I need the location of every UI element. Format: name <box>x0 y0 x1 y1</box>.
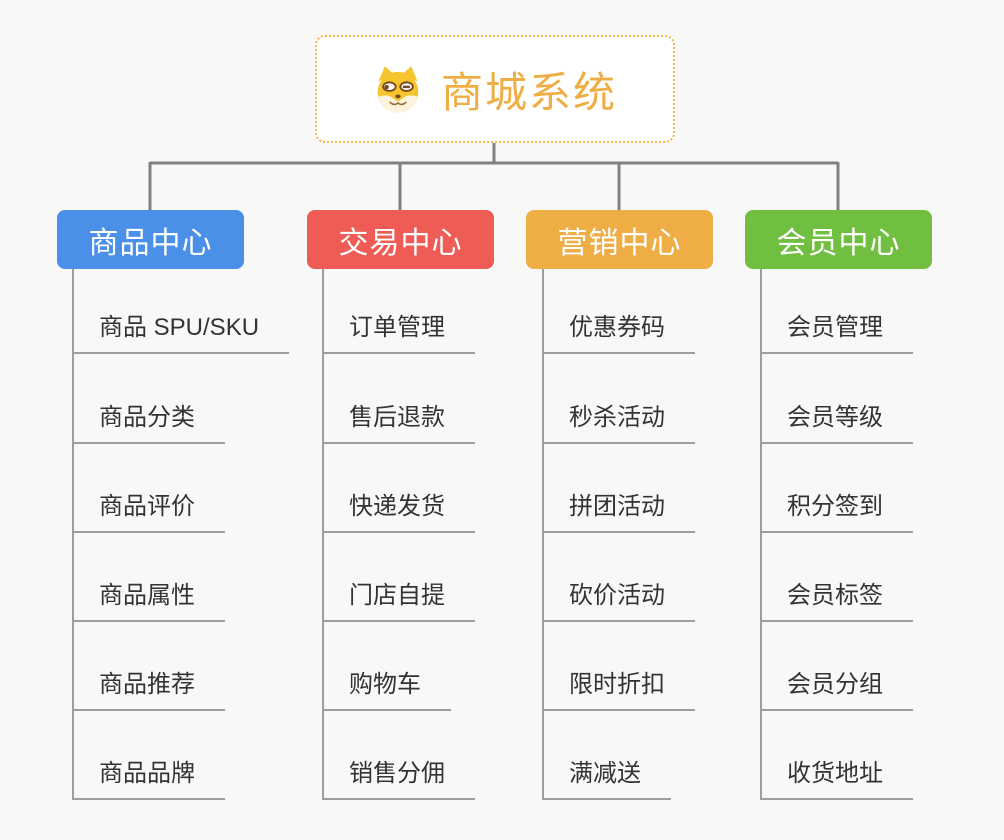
leaf-item[interactable]: 秒杀活动 <box>543 403 695 444</box>
leaf-item[interactable]: 积分签到 <box>761 492 913 533</box>
branch-header-product[interactable]: 商品中心 <box>57 210 244 269</box>
branch-header-marketing[interactable]: 营销中心 <box>526 210 713 269</box>
leaf-item[interactable]: 销售分佣 <box>323 759 475 800</box>
leaf-item[interactable]: 商品属性 <box>73 581 225 622</box>
leaf-item[interactable]: 收货地址 <box>761 759 913 800</box>
leaf-item[interactable]: 商品评价 <box>73 492 225 533</box>
leaf-item[interactable]: 满减送 <box>543 759 671 800</box>
leaf-item[interactable]: 商品品牌 <box>73 759 225 800</box>
root-node[interactable]: 商城系统 <box>315 35 675 143</box>
root-title: 商城系统 <box>440 68 617 116</box>
leaf-item[interactable]: 限时折扣 <box>543 670 695 711</box>
leaf-item[interactable]: 会员标签 <box>761 581 913 622</box>
leaf-item[interactable]: 商品 SPU/SKU <box>73 313 290 354</box>
leaf-item[interactable]: 会员等级 <box>761 403 913 444</box>
leaf-item[interactable]: 订单管理 <box>323 313 475 354</box>
leaf-item[interactable]: 商品分类 <box>73 403 225 444</box>
branch-header-member[interactable]: 会员中心 <box>745 210 932 269</box>
leaf-item[interactable]: 快递发货 <box>323 492 475 533</box>
branch-header-trade[interactable]: 交易中心 <box>307 210 494 269</box>
leaf-item[interactable]: 购物车 <box>323 670 451 711</box>
leaf-item[interactable]: 售后退款 <box>323 403 475 444</box>
doge-icon <box>373 64 423 114</box>
leaf-item[interactable]: 会员管理 <box>761 313 913 354</box>
leaf-item[interactable]: 门店自提 <box>323 581 475 622</box>
leaf-item[interactable]: 商品推荐 <box>73 670 225 711</box>
leaf-item[interactable]: 砍价活动 <box>543 581 695 622</box>
leaf-item[interactable]: 会员分组 <box>761 670 913 711</box>
leaf-item[interactable]: 优惠券码 <box>543 313 695 354</box>
leaf-item[interactable]: 拼团活动 <box>543 492 695 533</box>
